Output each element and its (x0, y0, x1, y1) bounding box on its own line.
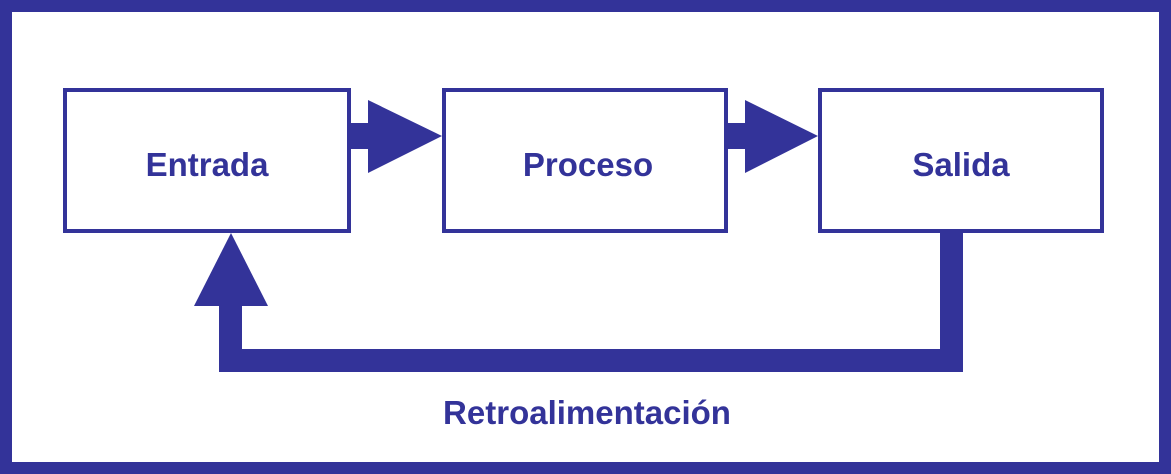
box-proceso: Proceso (442, 88, 728, 233)
feedback-arrow (194, 232, 963, 372)
box-salida: Salida (818, 88, 1104, 233)
box-proceso-label: Proceso (523, 146, 653, 183)
arrow-entrada-to-proceso (350, 100, 442, 173)
box-entrada: Entrada (63, 88, 351, 233)
feedback-label: Retroalimentación (443, 394, 731, 431)
box-entrada-label: Entrada (146, 146, 270, 183)
box-salida-label: Salida (912, 146, 1010, 183)
arrow-proceso-to-salida (727, 100, 818, 173)
